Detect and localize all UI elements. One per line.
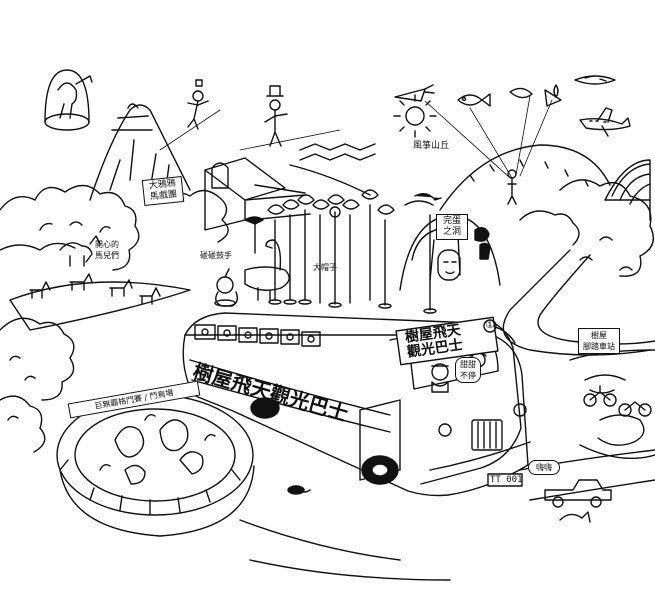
bike-station <box>569 349 655 460</box>
volcano-hill <box>89 103 191 201</box>
white-goose <box>244 239 290 301</box>
glass-dome <box>44 69 93 131</box>
weather-vane <box>244 216 264 254</box>
circus-sign: 大鴉鴉 馬戲團 <box>141 175 185 207</box>
happy-horses-label: 開心的 馬兒們 <box>95 240 119 260</box>
kite-hill <box>439 144 611 211</box>
front-left-trees <box>0 317 75 453</box>
zigzag-stairs <box>289 143 376 196</box>
drummer-bird <box>214 268 239 307</box>
tunnel-sign: 完蛋 之洞 <box>436 214 468 240</box>
main-road <box>239 485 451 581</box>
carrot-kite <box>394 84 435 102</box>
route-number-badge: ① <box>485 318 495 331</box>
bird-perch-poles <box>267 189 442 314</box>
right-trees <box>519 179 654 277</box>
hello-speech-bubble: 嗨嗨 <box>528 460 560 475</box>
sun-icon <box>393 94 437 138</box>
horse-field <box>9 235 191 331</box>
license-plate: TT 001 <box>490 475 523 485</box>
tightrope-walker <box>159 79 341 151</box>
fish-kite <box>457 93 491 107</box>
tour-bus <box>182 312 531 497</box>
winding-road <box>502 249 655 356</box>
driver-speech-bubble: 甜甜 不停 <box>455 357 481 383</box>
big-hat-label: 大帽子 <box>313 263 337 272</box>
bike-station-sign: 樹屋 腳踏車站 <box>578 328 620 354</box>
fighting-arena <box>56 394 255 537</box>
drummer-label: 碰碰鼓手 <box>200 251 232 260</box>
kite-hill-label: 風箏山丘 <box>413 141 450 151</box>
airplane-icon <box>579 107 631 137</box>
flying-kites <box>509 75 616 107</box>
ribbed-dome-building <box>604 159 651 221</box>
